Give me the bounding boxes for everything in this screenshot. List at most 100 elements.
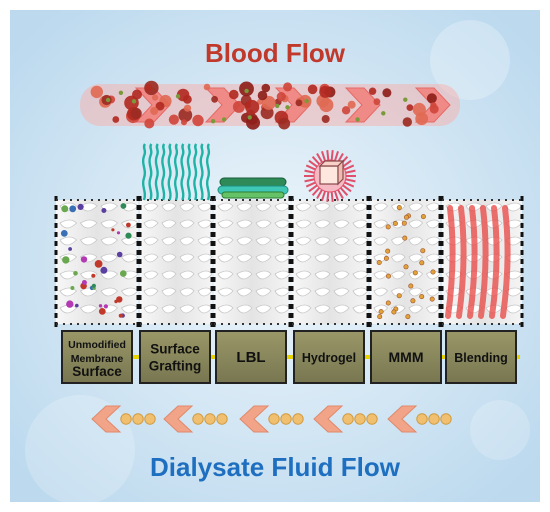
filler-particle (383, 255, 389, 261)
filler-particle (412, 270, 418, 276)
blood-cell (90, 85, 104, 99)
filler-particle (410, 298, 416, 304)
blood-cell (245, 99, 260, 115)
foulant-particle (98, 304, 103, 308)
grafted-brush (154, 143, 159, 201)
filler-particle (408, 283, 414, 289)
platelet (105, 97, 111, 103)
filler-particle (403, 214, 409, 220)
blood-flow-title: Blood Flow (205, 38, 346, 68)
blood-cell (283, 82, 293, 92)
blood-cell (278, 117, 291, 130)
label-box: Blending (445, 330, 517, 384)
foulant-particle (120, 203, 127, 209)
grafted-brush (167, 143, 172, 201)
membrane-segment (54, 196, 140, 328)
platelet (247, 115, 252, 120)
cube-icon (319, 165, 339, 185)
blood-cell (429, 104, 439, 114)
filler-particle (392, 221, 398, 227)
filler-particle (429, 296, 435, 302)
foulant-particle (62, 256, 70, 264)
blended-polymer (467, 205, 478, 319)
platelet (403, 97, 408, 102)
foulant-particle (73, 271, 78, 276)
grafted-brush (193, 143, 198, 201)
grafted-brush (205, 143, 211, 201)
grafted-brush (173, 143, 179, 201)
blood-cell (276, 92, 286, 102)
label-box-text: Unmodified (68, 339, 126, 351)
foulant-particle (100, 266, 108, 274)
foulant-particle (120, 270, 127, 277)
filler-particle (403, 264, 409, 270)
blood-cell (144, 118, 155, 129)
filler-particle (401, 220, 407, 226)
filler-particle (419, 260, 425, 266)
blood-cell (373, 98, 381, 106)
lbl-layer (221, 191, 285, 199)
blood-cell (145, 84, 153, 91)
label-box-text: Hydrogel (302, 351, 356, 365)
blended-polymer (445, 205, 456, 319)
blood-cell (130, 107, 142, 120)
filler-particle (385, 273, 391, 279)
dialysate-flow-title: Dialysate Fluid Flow (150, 452, 401, 482)
blood-cell (319, 85, 332, 98)
label-box: LBL (215, 330, 287, 384)
grafted-brush (141, 143, 147, 201)
foulant-particle (68, 247, 72, 251)
platelet (175, 94, 181, 99)
lbl-layer (219, 177, 287, 187)
blood-cell (132, 89, 142, 100)
chevron-left-dots-icon (313, 405, 378, 433)
filler-particle (396, 205, 402, 211)
blended-polymer (456, 205, 467, 319)
foulant-particle (125, 232, 132, 239)
label-boxes: UnmodifiedMembraneSurfaceSurfaceGrafting… (61, 330, 517, 384)
right-chevron-icon (344, 87, 381, 123)
blood-cell (150, 107, 159, 115)
foulant-particle (69, 205, 77, 213)
filler-particle (391, 309, 397, 315)
chevron-left-dots-icon (91, 405, 156, 433)
blood-cell (178, 108, 193, 122)
filler-particle (430, 269, 436, 275)
filler-particle (378, 309, 384, 315)
blood-cell (402, 117, 412, 127)
blended-polymer (478, 205, 489, 319)
foulant-particle (91, 273, 96, 278)
blood-cell (155, 101, 165, 111)
platelet (131, 99, 137, 104)
foulant-particle (70, 286, 75, 290)
filler-particle (385, 248, 391, 254)
filler-particle (420, 214, 426, 220)
blood-cell (229, 89, 239, 100)
membrane-segment (290, 150, 370, 328)
foulant-particle (101, 208, 107, 213)
foulant-particle (125, 222, 131, 228)
platelet (210, 119, 216, 124)
dialysate-flow-arrows (91, 405, 452, 433)
foulant-particle (80, 256, 88, 263)
blood-flow-arrows (80, 80, 460, 130)
blood-cell (307, 84, 318, 95)
blood-cell (347, 100, 356, 109)
chevron-left-dots-icon (163, 405, 228, 433)
blood-cell (183, 104, 192, 112)
filler-particle (402, 235, 408, 241)
foulant-particle (77, 203, 84, 210)
chevron-left-dots-icon (387, 405, 452, 433)
platelet (118, 90, 124, 96)
filler-particle (419, 294, 425, 300)
blood-cell (261, 95, 276, 110)
filler-particle (385, 224, 391, 230)
membrane-segment (212, 177, 292, 328)
membrane-segment (138, 143, 214, 328)
grafted-brush (161, 143, 166, 201)
foulant-particle (60, 230, 68, 237)
blood-cell (257, 90, 268, 101)
label-box-text: Blending (454, 351, 507, 365)
